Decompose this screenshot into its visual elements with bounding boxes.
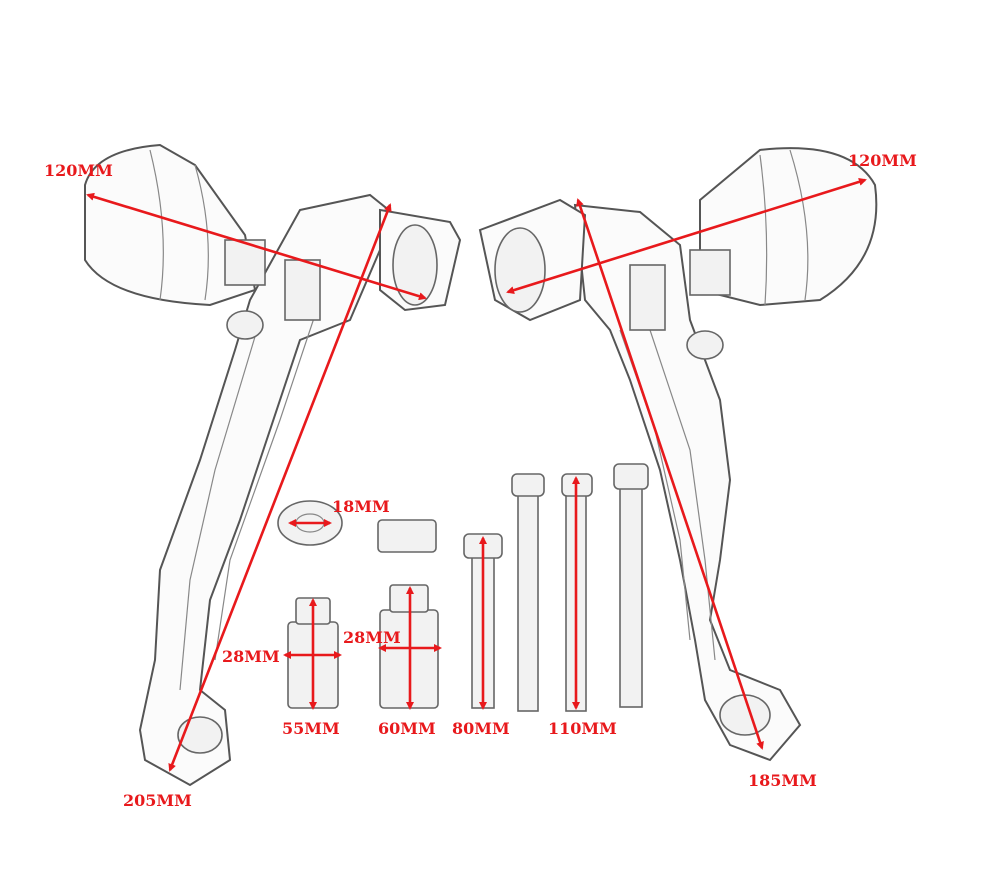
right-slider-diameter-label: 120MM <box>848 151 917 170</box>
spacer-60-length-label: 60MM <box>378 719 436 738</box>
bolt-95 <box>517 492 539 712</box>
left-slider-diameter-label: 120MM <box>44 161 113 180</box>
dimension-arrows <box>86 177 867 772</box>
bolt-80-length-label: 80MM <box>452 719 510 738</box>
washer-diameter-label: 18MM <box>332 497 390 516</box>
spacer-55-width-label: 28MM <box>222 647 280 666</box>
spacer-60-width-label: 28MM <box>343 628 401 647</box>
bolt-110-length-label: 110MM <box>548 719 617 738</box>
right-bracket-length-label: 185MM <box>748 771 817 790</box>
short-spacer <box>377 519 437 553</box>
spacer-55-length-label: 55MM <box>282 719 340 738</box>
left-bracket-length-label: 205MM <box>123 791 192 810</box>
bolt-long <box>619 486 643 708</box>
